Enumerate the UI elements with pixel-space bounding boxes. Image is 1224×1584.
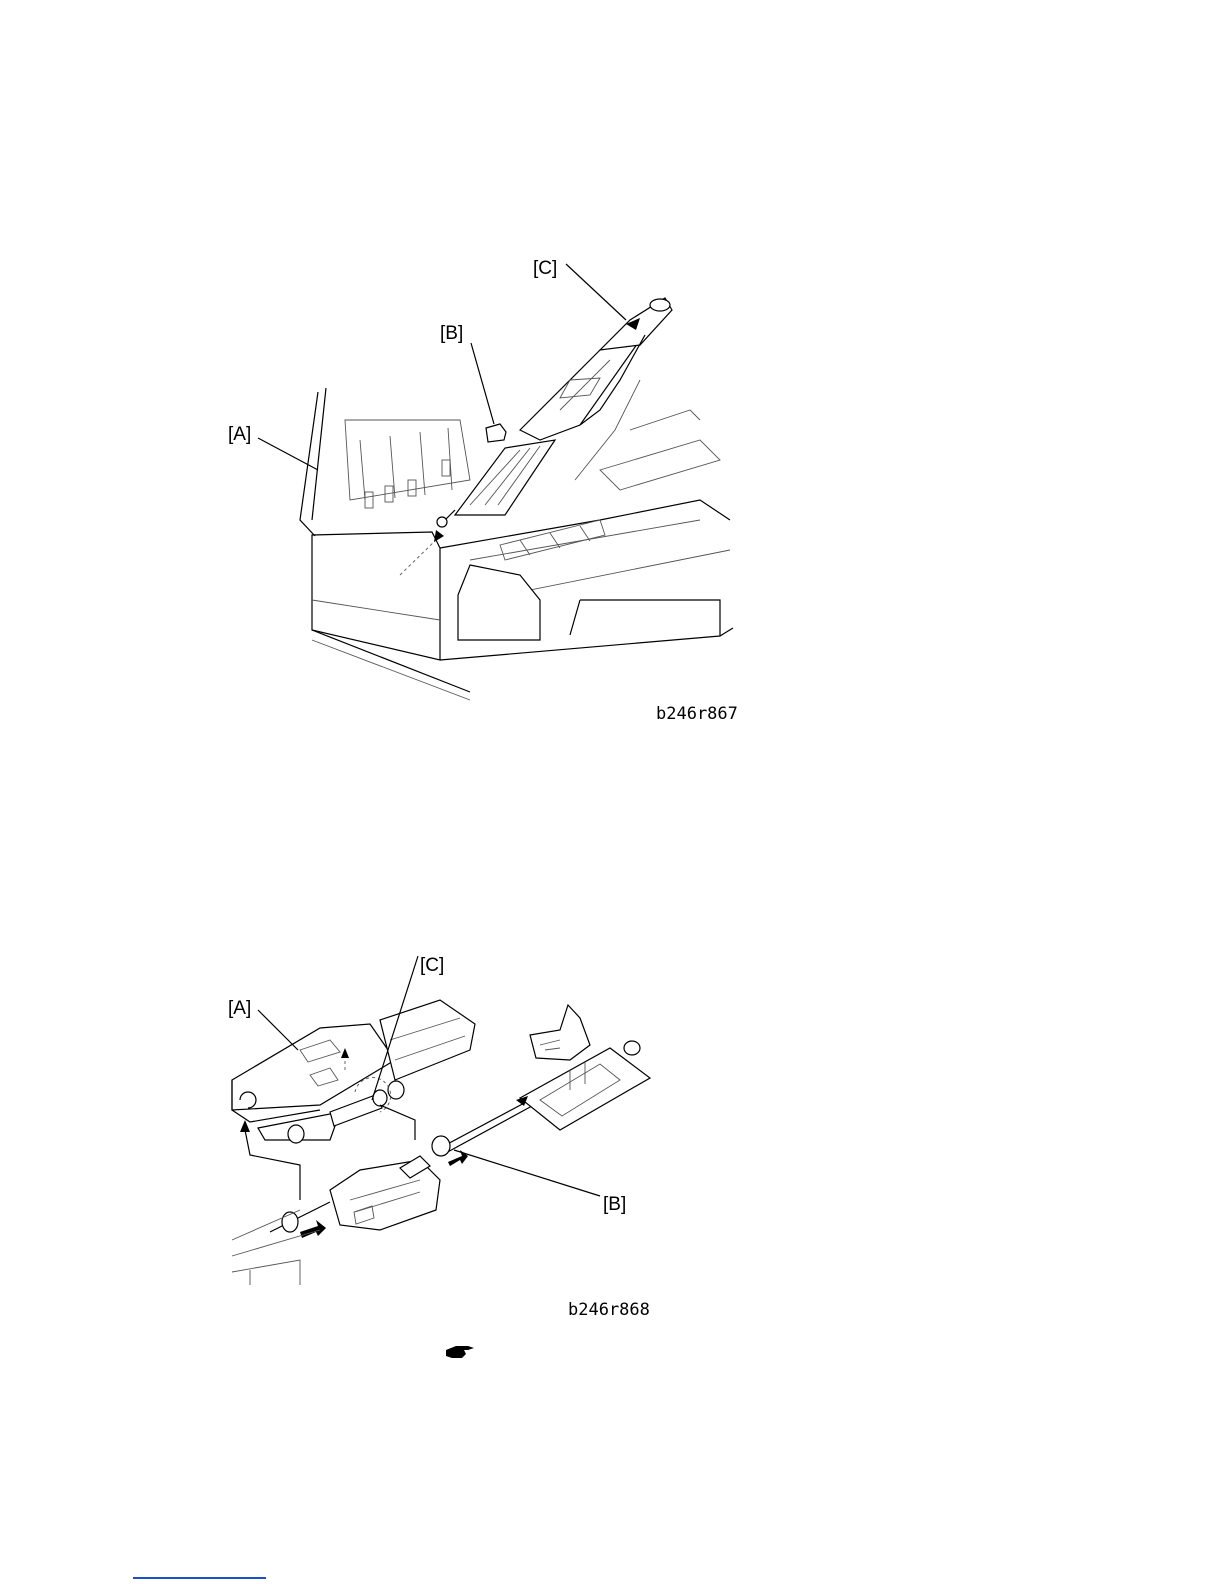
figure-2-label-c: [C] <box>420 955 444 977</box>
figure-2-label-a: [A] <box>228 998 251 1020</box>
figure-2-code: b246r868 <box>568 1300 650 1320</box>
figure-2-label-b: [B] <box>603 1194 626 1216</box>
footer-link-underline[interactable] <box>133 1577 266 1579</box>
figure-2-drawing <box>0 0 1224 1330</box>
pointing-hand-icon <box>444 1342 478 1362</box>
figure-2: [A] [C] [B] b246r868 <box>0 0 1224 1330</box>
